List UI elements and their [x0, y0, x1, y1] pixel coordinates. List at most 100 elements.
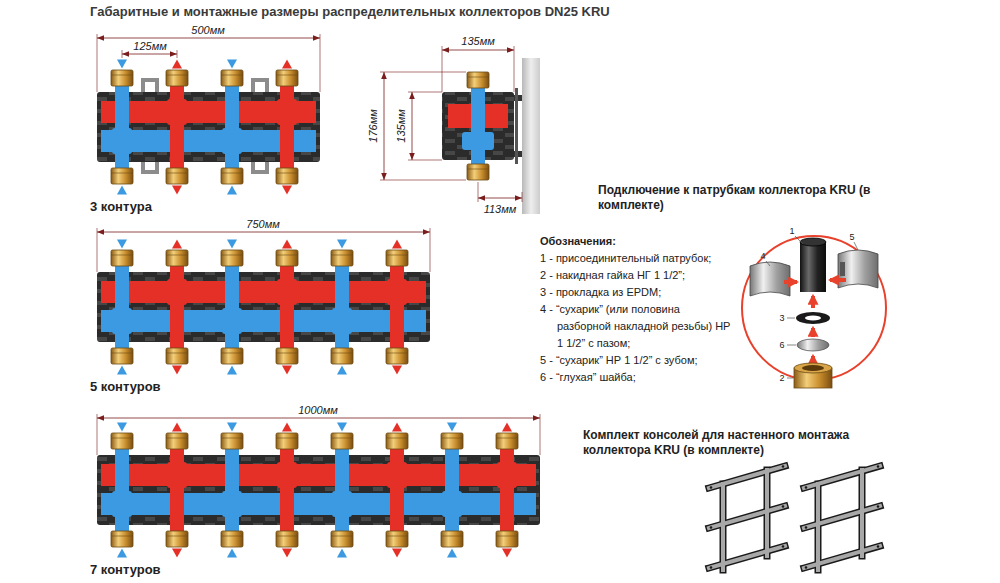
fitting-edge — [276, 255, 298, 256]
flow-arrow — [117, 549, 127, 558]
flow-arrow — [337, 423, 347, 432]
fitting-edge — [331, 353, 353, 354]
console-bar — [709, 546, 785, 568]
cold-header — [462, 132, 494, 150]
pipe-socket — [167, 279, 187, 305]
fitting-edge — [111, 255, 133, 256]
brass-fitting — [221, 348, 243, 364]
fitting-edge — [221, 173, 243, 174]
pipe-socket — [442, 491, 462, 517]
brass-fitting — [221, 70, 243, 86]
extension-line — [478, 182, 479, 202]
union-nut-top — [794, 363, 832, 373]
callout-number: 3 — [779, 313, 784, 323]
callout-number: 6 — [779, 340, 784, 350]
brass-fitting — [386, 348, 408, 364]
fitting-edge — [221, 438, 243, 439]
dimension-label: 1000мм — [296, 404, 340, 417]
brass-fitting — [221, 168, 243, 184]
fitting-edge — [441, 536, 463, 537]
split-thread-half — [838, 250, 878, 288]
fitting-edge — [221, 75, 243, 76]
brass-fitting — [111, 70, 133, 86]
pipe-socket — [222, 128, 242, 154]
extension-line — [514, 46, 515, 92]
brass-fitting — [221, 531, 243, 547]
console-hole — [877, 545, 880, 548]
console-hole — [782, 465, 785, 468]
dimension-label: 176мм — [367, 107, 380, 144]
console-bar — [804, 546, 880, 568]
fitting-edge — [111, 438, 133, 439]
brass-fitting — [166, 433, 188, 449]
cold-pipe — [445, 449, 459, 531]
brass-fitting — [111, 250, 133, 266]
extension-line — [380, 180, 466, 181]
fitting-edge — [221, 353, 243, 354]
legend-item: 3 - прокладка из EPDM; — [540, 284, 735, 301]
extension-line — [97, 228, 98, 272]
fitting-edge — [111, 353, 133, 354]
console-bar-outline — [709, 506, 785, 528]
flow-arrow — [227, 549, 237, 558]
console-bar — [709, 506, 785, 528]
dimension-label: 125мм — [131, 40, 168, 53]
flow-arrow — [392, 549, 402, 558]
pipe-mouth — [800, 238, 826, 246]
leader-line — [766, 261, 770, 266]
cold-pipe — [335, 449, 349, 531]
fitting-edge — [111, 173, 133, 174]
hot-pipe — [280, 449, 294, 531]
brass-fitting — [166, 250, 188, 266]
legend-item: 2 - накидная гайка НГ 1 1/2”; — [540, 267, 735, 284]
pipe-socket — [332, 308, 352, 334]
brass-fitting — [276, 348, 298, 364]
flow-arrow — [392, 366, 402, 375]
contour-count: 7 контуров — [90, 562, 161, 578]
fitting-edge — [441, 438, 463, 439]
flow-arrow — [172, 186, 182, 195]
brass-fitting — [166, 531, 188, 547]
flow-arrow — [227, 60, 237, 69]
fitting-edge — [166, 75, 188, 76]
dimension-line — [412, 92, 413, 160]
callout-number: 4 — [760, 251, 765, 261]
console-bar-outline — [804, 506, 880, 528]
flow-arrow — [227, 240, 237, 249]
flow-arrow — [282, 423, 292, 432]
flow-arrow — [447, 549, 457, 558]
extension-line — [522, 192, 523, 202]
pipe-socket — [112, 128, 132, 154]
brass-fitting — [111, 348, 133, 364]
brass-fitting — [467, 72, 489, 88]
insulation-shell — [97, 455, 540, 525]
console-hole — [782, 505, 785, 508]
console-hole — [710, 486, 713, 489]
console-hole — [710, 526, 713, 529]
flow-arrow — [117, 423, 127, 432]
pipe-socket — [332, 491, 352, 517]
brass-fitting — [276, 168, 298, 184]
callout-number: 2 — [779, 373, 784, 383]
contour-count: 3 контура — [90, 199, 152, 215]
cold-pipe — [225, 449, 239, 531]
flow-arrow — [282, 549, 292, 558]
brass-fitting — [496, 531, 518, 547]
brass-fitting — [276, 250, 298, 266]
console-plate — [515, 88, 518, 164]
assembly-arrow — [830, 278, 846, 282]
legend-item: 5 - “сухарик” НР 1 1/2” с зубом; — [540, 352, 735, 369]
wall — [522, 58, 540, 214]
fitting-edge — [276, 173, 298, 174]
fitting-edge — [467, 169, 489, 170]
console-hole — [782, 545, 785, 548]
cold-pipe — [115, 86, 129, 168]
hot-pipe — [500, 449, 514, 531]
dimension-line — [442, 50, 514, 51]
brass-fitting — [276, 70, 298, 86]
flow-arrow — [282, 186, 292, 195]
pipe-socket — [277, 462, 297, 488]
leader-line — [787, 378, 793, 379]
insulation-shell — [97, 272, 430, 342]
console-bar-outline — [804, 466, 880, 488]
